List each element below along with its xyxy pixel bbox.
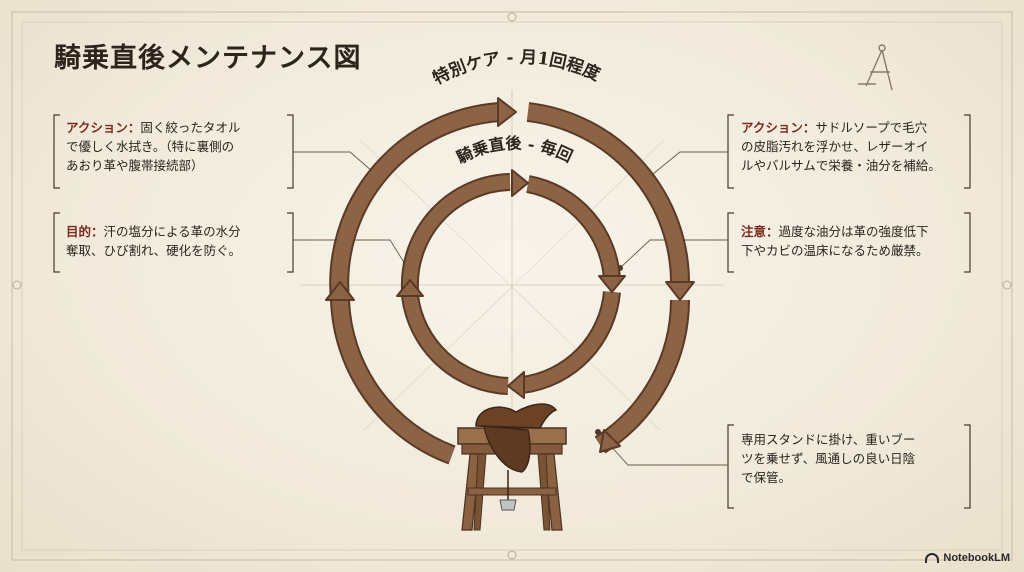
- leader-top-right: [647, 151, 728, 179]
- note-top-right: アクション：サドルソープで毛穴 の皮脂汚れを浮かせ、レザーオイ ルやバルサムで栄…: [741, 118, 973, 175]
- saddle-stand-icon: [457, 403, 567, 531]
- ornament-right: [1002, 280, 1012, 290]
- ornament-left: [12, 280, 22, 290]
- diagonal-guide-a: [359, 139, 661, 431]
- note-top-right-line: ルやバルサムで栄養・油分を補給。: [741, 158, 941, 173]
- ornament-bottom: [507, 550, 517, 560]
- note-top-right-label: アクション：: [741, 120, 816, 135]
- note-bottom-right: 専用スタンドに掛け、重いブー ツを乗せず、風通しの良い日陰 で保管。: [741, 430, 967, 487]
- bracket-bottom-right-close: [964, 424, 971, 509]
- note-mid-right-line: 過度な油分は革の強度低下: [778, 224, 929, 239]
- ornament-top: [507, 12, 517, 22]
- outer-arrow-left: [325, 281, 355, 301]
- page-title: 騎乗直後メンテナンス図: [54, 43, 362, 74]
- outer-cycle-label: 特別ケア - 月1回程度: [429, 48, 604, 90]
- note-top-left-line: 固く絞ったタオル: [140, 120, 241, 135]
- inner-frame: [21, 21, 1003, 551]
- note-bottom-right-line: 専用スタンドに掛け、重いブー: [741, 432, 916, 447]
- leader-mid-left: [293, 239, 411, 273]
- note-mid-left-line: 汗の塩分による革の水分: [103, 224, 241, 239]
- note-top-left-line: あおり革や腹帯接続部）: [66, 158, 204, 173]
- note-top-right-line: の皮脂汚れを浮かせ、レザーオイ: [741, 139, 929, 154]
- note-top-right-line: サドルソープで毛穴: [815, 120, 928, 135]
- brand-label: NotebookLM: [943, 552, 1010, 564]
- note-bottom-right-line: ツを乗せず、風通しの良い日陰: [741, 451, 916, 466]
- outer-arrow-top: [497, 97, 517, 127]
- bracket-mid-right-open: [727, 212, 734, 273]
- note-mid-right-label: 注意：: [741, 224, 779, 239]
- inner-arrow-bottom: [507, 371, 525, 399]
- outer-frame: [11, 11, 1013, 561]
- bracket-mid-left-close: [287, 212, 294, 273]
- compass-icon: [858, 44, 893, 91]
- bracket-top-left-close: [287, 114, 294, 189]
- notebooklm-logo-icon: [925, 553, 940, 563]
- bracket-top-left-open: [53, 114, 60, 189]
- bracket-mid-left-open: [53, 212, 60, 273]
- note-top-left: アクション：固く絞ったタオル で優しく水拭き。（特に裏側の あおり革や腹帯接続部…: [66, 118, 292, 175]
- note-mid-left-line: 奪取、ひび割れ、硬化を防ぐ。: [66, 243, 242, 258]
- outer-arrow-right: [665, 281, 695, 301]
- note-mid-left-label: 目的：: [66, 224, 104, 239]
- note-mid-right: 注意：過度な油分は革の強度低下 下やカビの温床になるため厳禁。: [741, 222, 973, 260]
- note-top-left-line: で優しく水拭き。（特に裏側の: [66, 139, 235, 154]
- inner-arrow-top: [511, 169, 529, 197]
- inner-arrow-left: [396, 279, 424, 297]
- diagonal-guide-b: [363, 139, 665, 431]
- bracket-top-right-close: [964, 114, 971, 189]
- bracket-mid-right-close: [964, 212, 971, 273]
- note-top-left-label: アクション：: [66, 120, 141, 135]
- bracket-top-right-open: [727, 114, 734, 189]
- bracket-bottom-right-open: [727, 424, 734, 509]
- leader-mid-right: [619, 239, 728, 269]
- note-mid-right-line: 下やカビの温床になるため厳禁。: [741, 243, 929, 258]
- note-mid-left: 目的：汗の塩分による革の水分 奪取、ひび割れ、硬化を防ぐ。: [66, 222, 292, 260]
- outer-arrow-bottom: [599, 429, 621, 453]
- inner-arrow-right: [598, 275, 626, 293]
- brand-watermark: NotebookLM: [925, 552, 1010, 564]
- note-bottom-right-line: で保管。: [741, 470, 792, 485]
- inner-cycle-label: 騎乗直後 - 毎回: [453, 134, 575, 168]
